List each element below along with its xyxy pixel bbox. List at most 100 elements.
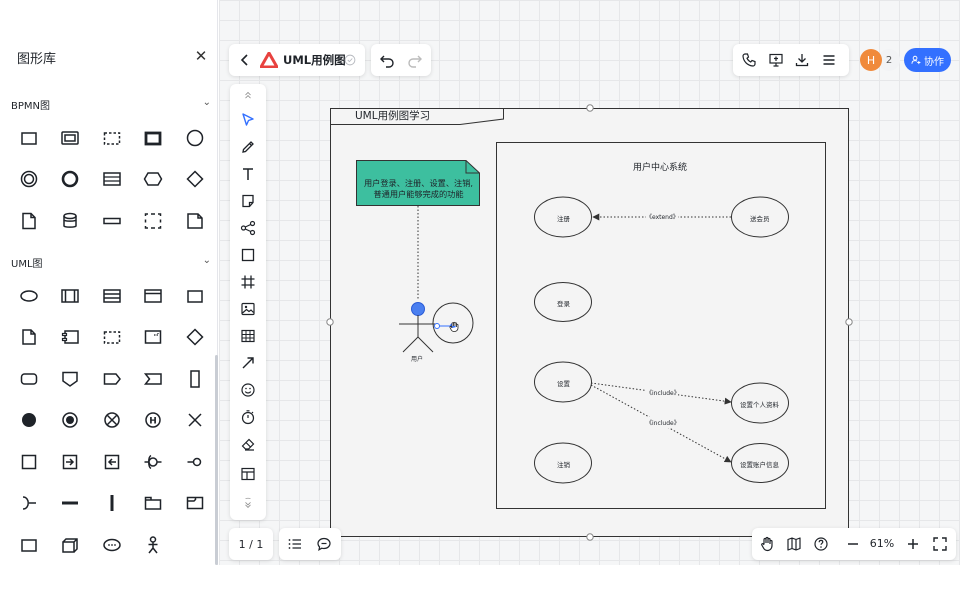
shape-node-3d[interactable] xyxy=(50,524,92,566)
database-icon xyxy=(63,212,77,228)
shape-double-circle[interactable] xyxy=(8,159,50,201)
avatar[interactable]: H xyxy=(860,49,882,71)
timer-tool[interactable] xyxy=(238,407,258,427)
download-button[interactable] xyxy=(794,52,810,68)
close-library-button[interactable]: ✕ xyxy=(194,47,208,65)
more-tools-button[interactable] xyxy=(238,490,258,516)
help-button[interactable] xyxy=(813,536,829,552)
shape-provided-interface[interactable] xyxy=(174,441,216,483)
sticker-tool[interactable] xyxy=(238,380,258,400)
frame-tool[interactable] xyxy=(238,272,258,292)
redo-button[interactable] xyxy=(407,52,423,68)
shape-folded-document[interactable] xyxy=(174,200,216,242)
shape-final-node[interactable] xyxy=(50,400,92,442)
shape-initial-node[interactable] xyxy=(8,400,50,442)
shape-tool[interactable] xyxy=(238,245,258,265)
fullscreen-icon xyxy=(933,537,947,551)
provided-interface-icon xyxy=(187,457,201,466)
document-title[interactable]: UML用例图 xyxy=(283,53,346,67)
shape-send-signal[interactable] xyxy=(91,358,133,400)
shape-circle[interactable] xyxy=(174,117,216,159)
shape-entry-point[interactable] xyxy=(50,441,92,483)
shape-database[interactable] xyxy=(50,200,92,242)
shape-object[interactable] xyxy=(8,524,50,566)
shape-document[interactable] xyxy=(8,200,50,242)
shape-template-class[interactable] xyxy=(133,317,175,359)
pen-tool[interactable] xyxy=(238,137,258,157)
shape-frame[interactable] xyxy=(133,275,175,317)
shape-thin-rectangle[interactable] xyxy=(91,200,133,242)
page-indicator[interactable]: 1 / 1 xyxy=(229,528,273,560)
use-case-register-label: 注册 xyxy=(557,215,570,223)
back-button[interactable] xyxy=(237,52,253,68)
section-header-bpmn[interactable]: BPMN图 ⌄ xyxy=(11,97,211,113)
shape-dashed-rectangle[interactable] xyxy=(91,117,133,159)
shape-square[interactable] xyxy=(8,441,50,483)
shape-history[interactable]: H xyxy=(133,400,175,442)
menu-button[interactable] xyxy=(821,52,837,68)
shape-rectangle[interactable] xyxy=(174,275,216,317)
shape-bold-rectangle[interactable] xyxy=(133,117,175,159)
shape-dashed-rectangle[interactable] xyxy=(91,317,133,359)
library-scrollbar[interactable] xyxy=(215,355,218,565)
shape-flow-final[interactable] xyxy=(91,400,133,442)
minimap-button[interactable] xyxy=(786,536,802,552)
shape-diamond[interactable] xyxy=(174,159,216,201)
shape-pentagon[interactable] xyxy=(50,358,92,400)
shape-folder-frame[interactable] xyxy=(174,483,216,525)
shape-dashed-group[interactable] xyxy=(133,200,175,242)
shape-horizontal-bar[interactable] xyxy=(50,483,92,525)
undo-button[interactable] xyxy=(379,52,395,68)
shape-rounded-rectangle[interactable] xyxy=(8,358,50,400)
shape-diamond[interactable] xyxy=(174,317,216,359)
shape-actor[interactable] xyxy=(133,524,175,566)
shape-receive-signal[interactable] xyxy=(133,358,175,400)
shape-thick-circle[interactable] xyxy=(50,159,92,201)
shape-class-compartments[interactable] xyxy=(91,275,133,317)
layout-template-icon xyxy=(241,467,255,481)
shape-required-interface[interactable] xyxy=(133,441,175,483)
dashed-rectangle-icon xyxy=(103,331,120,344)
shape-note[interactable] xyxy=(8,317,50,359)
shape-exit-point[interactable] xyxy=(91,441,133,483)
shape-tall-rectangle[interactable] xyxy=(174,358,216,400)
collapse-toolbar-button[interactable] xyxy=(238,88,258,102)
pencil-icon xyxy=(242,141,254,153)
collaborate-button[interactable]: 协作 xyxy=(904,48,951,72)
hand-cursor-icon xyxy=(449,321,459,332)
zoom-out-button[interactable] xyxy=(845,536,861,552)
drawing-canvas[interactable] xyxy=(219,0,960,565)
shape-data-store[interactable] xyxy=(91,159,133,201)
template-tool[interactable] xyxy=(238,464,258,484)
select-tool[interactable] xyxy=(238,110,258,130)
connector-tool[interactable] xyxy=(238,218,258,238)
comments-button[interactable] xyxy=(316,536,332,552)
shape-ellipsis[interactable] xyxy=(91,524,133,566)
section-header-uml[interactable]: UML图 ⌄ xyxy=(11,255,211,271)
shape-use-case-ellipse[interactable] xyxy=(8,275,50,317)
pan-tool-button[interactable] xyxy=(759,536,775,552)
shape-class-box[interactable] xyxy=(50,275,92,317)
zoom-level[interactable]: 61% xyxy=(869,537,895,550)
shape-package[interactable] xyxy=(133,483,175,525)
call-button[interactable] xyxy=(741,52,757,68)
eraser-tool[interactable] xyxy=(238,434,258,454)
shape-component[interactable] xyxy=(50,317,92,359)
image-tool[interactable] xyxy=(238,299,258,319)
text-tool[interactable] xyxy=(238,164,258,184)
zoom-in-button[interactable] xyxy=(905,536,921,552)
class-box-icon xyxy=(61,289,79,303)
shape-vertical-bar[interactable] xyxy=(91,483,133,525)
table-tool[interactable] xyxy=(238,326,258,346)
collaborator-count[interactable]: 2 xyxy=(878,49,900,71)
shape-socket[interactable] xyxy=(8,483,50,525)
shape-subprocess[interactable] xyxy=(50,117,92,159)
outline-button[interactable] xyxy=(287,536,303,552)
sticky-note-tool[interactable] xyxy=(238,191,258,211)
fullscreen-button[interactable] xyxy=(932,536,948,552)
line-tool[interactable] xyxy=(238,353,258,373)
shape-rectangle[interactable] xyxy=(8,117,50,159)
present-button[interactable] xyxy=(768,52,784,68)
shape-hexagon[interactable] xyxy=(133,159,175,201)
shape-cross[interactable] xyxy=(174,400,216,442)
